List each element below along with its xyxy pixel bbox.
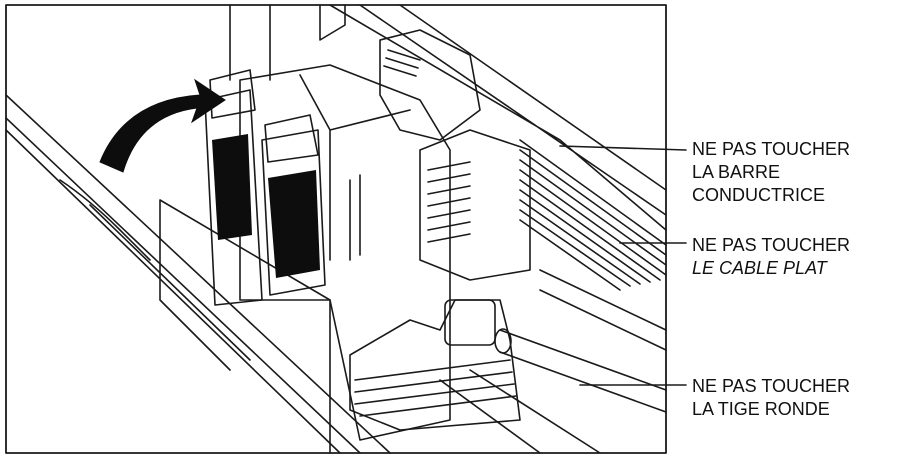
bottom-rails <box>439 269 667 454</box>
callout-line: NE PAS TOUCHER <box>692 235 851 255</box>
image-frame <box>5 4 667 454</box>
left-rail <box>5 94 391 454</box>
top-lever <box>229 4 346 81</box>
base-plate <box>159 199 331 454</box>
carriage-ribs <box>427 161 471 243</box>
callout-flat-cable: NE PAS TOUCHER LE CABLE PLAT <box>692 234 850 280</box>
flat-cable-lines <box>519 139 667 291</box>
insert-arrow-icon <box>99 78 226 173</box>
cartridge-black <box>261 129 326 296</box>
callout-conductive-bar: NE PAS TOUCHER LA BARRE CONDUCTRICE <box>692 138 850 207</box>
callout-round-rod: NE PAS TOUCHER LA TIGE RONDE <box>692 375 850 421</box>
round-rod <box>499 329 667 413</box>
callout-line: LA BARRE <box>692 162 781 182</box>
cartridge-color-label <box>212 134 252 240</box>
callout-line: NE PAS TOUCHER <box>692 139 851 159</box>
carriage-side <box>419 129 531 281</box>
leader-line-1 <box>559 145 687 151</box>
left-rail-lip <box>59 179 251 361</box>
lock-lever <box>349 299 521 431</box>
lock-knob <box>444 299 496 346</box>
top-right-housing <box>329 4 667 231</box>
top-clip <box>379 29 481 141</box>
callout-line: LA TIGE RONDE <box>692 399 830 419</box>
cartridge-black-tab <box>264 114 319 163</box>
holder-inner <box>299 74 411 261</box>
cartridge-color <box>204 89 263 306</box>
lock-lever-ribs <box>354 359 517 417</box>
callout-line: LE CABLE PLAT <box>692 258 827 278</box>
cartridge-black-label <box>268 170 320 278</box>
cartridge-holder <box>239 64 451 441</box>
callout-line: NE PAS TOUCHER <box>692 376 851 396</box>
callout-line: CONDUCTRICE <box>692 185 825 205</box>
top-clip-ribs <box>383 49 421 77</box>
